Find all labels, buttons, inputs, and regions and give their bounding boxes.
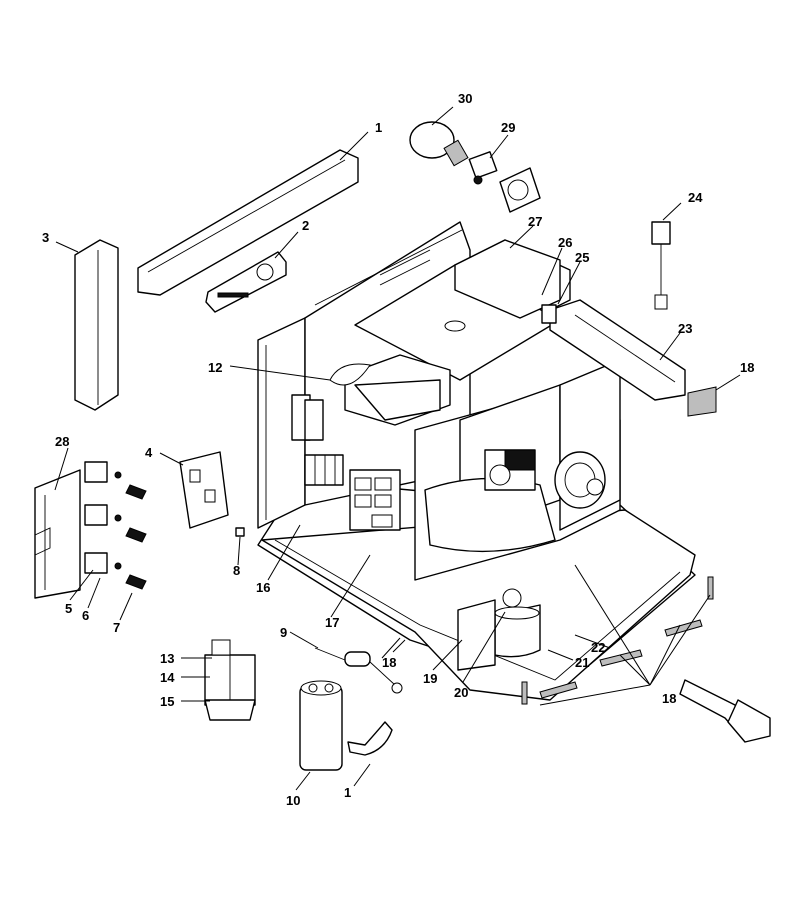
callout-8: 8: [233, 563, 240, 578]
callout-3: 3: [42, 230, 49, 245]
callout-23: 23: [678, 321, 692, 336]
callout-30: 30: [458, 91, 472, 106]
capacitor-clamp: [347, 721, 393, 756]
callout-16: 16: [256, 580, 270, 595]
chassis-bracket: [457, 599, 496, 671]
callout-15: 15: [160, 694, 174, 709]
hv-capacitor: [299, 680, 343, 771]
callout-12: 12: [208, 360, 222, 375]
callout-18-feet: 18: [662, 691, 676, 706]
callout-18-chassis: 18: [382, 655, 396, 670]
callout-19: 19: [423, 671, 437, 686]
hv-capacitor-in-chassis: [494, 588, 541, 658]
callout-25: 25: [575, 250, 589, 265]
clip-part: [235, 527, 245, 537]
callout-20: 20: [454, 685, 468, 700]
callout-24: 24: [688, 190, 703, 205]
foot-strips: [521, 386, 717, 705]
power-cord: [679, 679, 771, 743]
callout-29: 29: [501, 120, 515, 135]
callout-7: 7: [113, 620, 120, 635]
terminal-block: [304, 454, 344, 486]
hv-diode: [314, 647, 403, 694]
callout-5: 5: [65, 601, 72, 616]
front-trim-bar: [137, 149, 359, 296]
callout-2: 2: [302, 218, 309, 233]
lamp-bulb: [409, 121, 469, 167]
callout-18-bracket: 18: [740, 360, 754, 375]
callout-6: 6: [82, 608, 89, 623]
callout-10: 10: [286, 793, 300, 808]
control-panel-board: [205, 251, 287, 313]
magnetron: [204, 639, 256, 721]
callout-14: 14: [160, 670, 175, 685]
relay-board: [349, 469, 401, 531]
callout-17: 17: [325, 615, 339, 630]
callout-27: 27: [528, 214, 542, 229]
callout-11: 1: [344, 785, 351, 800]
callout-1: 1: [375, 120, 382, 135]
microswitch-set: [84, 461, 147, 590]
callout-4: 4: [145, 445, 153, 460]
switch-mounting-plate: [34, 469, 81, 599]
fuse-holder: [541, 304, 557, 324]
side-rail: [549, 299, 686, 401]
callout-21: 21: [575, 655, 589, 670]
lamp-socket: [468, 151, 498, 185]
callout-28: 28: [55, 434, 69, 449]
callout-26: 26: [558, 235, 572, 250]
transformer-block: [329, 354, 451, 426]
switch-bracket: [179, 451, 229, 529]
callout-22: 22: [591, 640, 605, 655]
callout-13: 13: [160, 651, 174, 666]
vertical-trim-strip: [74, 239, 119, 411]
callout-9: 9: [280, 625, 287, 640]
fan-motor-assembly: [424, 449, 606, 553]
thermostat: [651, 221, 671, 310]
door-switch-cluster: [291, 394, 324, 441]
lamp-cover: [499, 167, 541, 213]
callout-labels: 1 2 3 4 28 5 6 7 8 9 10 1 12 13 14 15 16…: [42, 91, 754, 808]
leader-lines: [54, 106, 741, 791]
